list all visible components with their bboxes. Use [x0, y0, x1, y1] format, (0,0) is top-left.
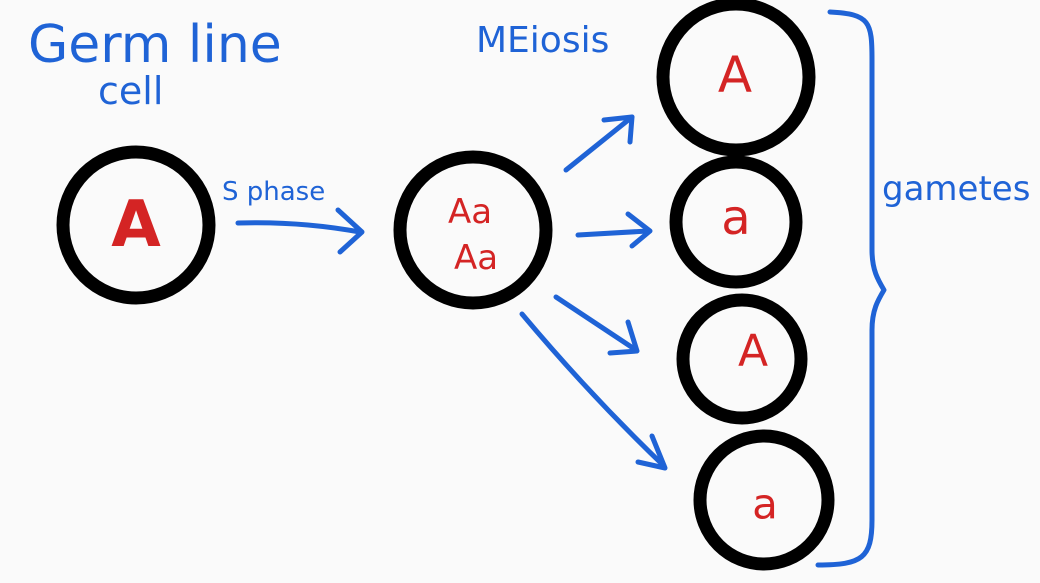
s-phase-label: S phase	[222, 177, 325, 207]
meiosis-arrow-1	[563, 114, 635, 173]
gamete-allele: A	[718, 46, 752, 104]
gamete-allele: a	[721, 190, 750, 246]
s-phase-arrow	[235, 207, 365, 255]
replicated-cell: Aa Aa	[393, 150, 553, 310]
gamete-allele: a	[752, 480, 778, 529]
gamete-cell-outline	[656, 0, 816, 157]
meiosis-arrow-4	[519, 311, 668, 471]
gametes-bracket	[815, 9, 887, 568]
gamete-cell-outline	[669, 155, 803, 289]
cell-label: cell	[98, 69, 163, 113]
gametes-label: gametes	[882, 169, 1030, 209]
replicated-allele-top: Aa	[448, 192, 492, 232]
germ-line-cell-outline	[56, 145, 216, 305]
replicated-cell-outline	[393, 150, 553, 310]
germ-line-label: Germ line	[28, 15, 282, 75]
replicated-allele-bottom: Aa	[454, 238, 498, 278]
gamete-cell: a	[693, 429, 835, 571]
gamete-cell-outline	[693, 429, 835, 571]
germ-line-cell: A	[56, 145, 216, 305]
meiosis-arrow-3	[553, 294, 640, 356]
meiosis-arrow-2	[575, 211, 653, 249]
gamete-allele: A	[738, 326, 768, 377]
gamete-cell: A	[656, 0, 816, 157]
germ-line-allele: A	[111, 188, 161, 262]
gamete-cell-outline	[676, 293, 808, 425]
gamete-cell: A	[676, 293, 808, 425]
meiosis-label: MEiosis	[476, 20, 609, 61]
gamete-cell: a	[669, 155, 803, 289]
